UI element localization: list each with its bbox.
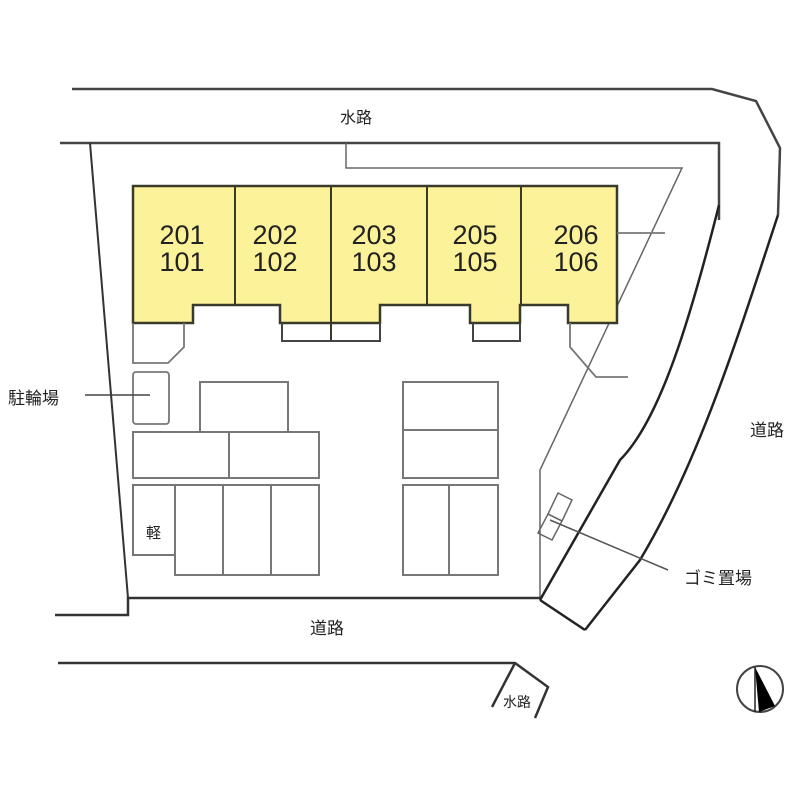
unit-upper: 206 <box>553 220 599 250</box>
unit-label-4: 205 105 <box>427 222 523 276</box>
road-right-edges <box>538 204 780 632</box>
unit-upper: 205 <box>452 220 498 250</box>
unit-lower: 102 <box>252 247 298 277</box>
label-road-bottom: 道路 <box>310 619 344 639</box>
unit-lower: 101 <box>159 247 205 277</box>
unit-lower: 105 <box>452 247 498 277</box>
unit-upper: 203 <box>351 220 397 250</box>
unit-upper: 201 <box>159 220 205 250</box>
unit-label-1: 201 101 <box>134 222 230 276</box>
parking-right <box>402 381 499 576</box>
site-structures <box>132 232 665 425</box>
site-boundary-left <box>89 142 129 599</box>
unit-lower: 103 <box>351 247 397 277</box>
unit-label-3: 203 103 <box>326 222 422 276</box>
garbage-area <box>536 491 669 571</box>
unit-lower: 106 <box>553 247 599 277</box>
unit-label-2: 202 102 <box>227 222 323 276</box>
north-arrow-icon <box>736 665 784 713</box>
waterway-top <box>60 87 782 220</box>
apartment-building <box>131 184 619 342</box>
unit-upper: 202 <box>252 220 298 250</box>
label-bicycle-parking: 駐輪場 <box>8 389 59 409</box>
inner-boundary-top <box>345 143 684 600</box>
label-garbage-area: ゴミ置場 <box>684 569 752 589</box>
parking-left <box>132 381 320 576</box>
label-waterway-top: 水路 <box>340 108 373 127</box>
label-road-right: 道路 <box>750 421 784 441</box>
label-waterway-bottom: 水路 <box>503 695 531 711</box>
road-bottom-edges <box>55 596 550 719</box>
unit-label-5: 206 106 <box>528 222 624 276</box>
label-kei-car: 軽 <box>146 524 162 542</box>
